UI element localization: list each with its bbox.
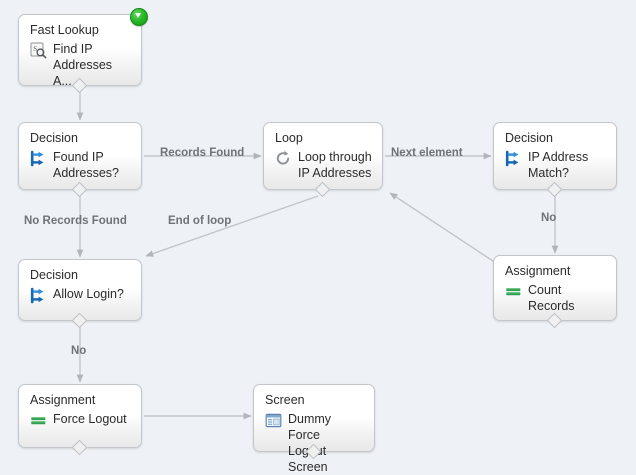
connector-handle[interactable]: [71, 439, 88, 456]
decision-icon: [30, 287, 47, 304]
node-type-title: Decision: [30, 131, 78, 145]
wire-count-records-to-loop: [389, 192, 494, 262]
node-type-title: Loop: [275, 131, 303, 145]
node-type-title: Fast Lookup: [30, 23, 99, 37]
node-decision-allow-login[interactable]: Decision Allow Login?: [18, 259, 142, 329]
assignment-icon: [30, 412, 47, 429]
node-type-title: Assignment: [505, 264, 571, 278]
connector-handle[interactable]: [546, 312, 563, 329]
node-type-title: Assignment: [30, 393, 96, 407]
connector-label-no-allow-login: No: [71, 345, 87, 357]
screen-icon: [265, 412, 282, 429]
node-type-title: Screen: [265, 393, 305, 407]
node-label: Dummy Force Logout Screen: [288, 412, 332, 474]
connector-label-no-ip-match: No: [541, 212, 557, 224]
connector-label-end-of-loop: End of loop: [168, 215, 232, 227]
node-label: Allow Login?: [53, 287, 124, 301]
connector-label-no-records-found: No Records Found: [24, 215, 127, 227]
node-label: Found IP Addresses?: [53, 150, 120, 180]
node-screen-dummy-force-logout[interactable]: Screen Dummy Force Logout Screen: [253, 384, 375, 474]
node-loop-ip-addresses[interactable]: Loop Loop through IP Addresses: [263, 122, 383, 198]
node-decision-found-ip[interactable]: Decision Found IP Addresses?: [18, 122, 142, 198]
node-label: Find IP Addresses A...: [53, 42, 113, 88]
connector-handle[interactable]: [71, 181, 88, 198]
node-label: Count Records: [528, 283, 575, 313]
fast-lookup-icon: S: [30, 42, 47, 59]
node-assignment-count-records[interactable]: Assignment Count Records: [493, 255, 617, 329]
node-decision-ip-match[interactable]: Decision IP Address Match?: [493, 122, 617, 198]
connector-handle[interactable]: [546, 181, 563, 198]
node-type-title: Decision: [30, 268, 78, 282]
node-label: IP Address Match?: [528, 150, 589, 180]
decision-icon: [30, 150, 47, 167]
node-assignment-force-logout[interactable]: Assignment Force Logout: [18, 384, 142, 456]
loop-icon: [275, 150, 292, 167]
decision-icon: [505, 150, 522, 167]
node-label: Force Logout: [53, 412, 127, 426]
svg-text:S: S: [33, 45, 37, 53]
assignment-icon: [505, 283, 522, 300]
node-fast-lookup[interactable]: Fast Lookup S Find IP Addresses A...: [18, 8, 148, 94]
connector-handle[interactable]: [314, 181, 331, 198]
start-element-badge: [130, 8, 148, 26]
connector-handle[interactable]: [71, 312, 88, 329]
node-label: Loop through IP Addresses: [298, 150, 372, 180]
connector-label-next-element: Next element: [391, 147, 463, 159]
node-type-title: Decision: [505, 131, 553, 145]
connector-label-records-found: Records Found: [160, 147, 245, 159]
